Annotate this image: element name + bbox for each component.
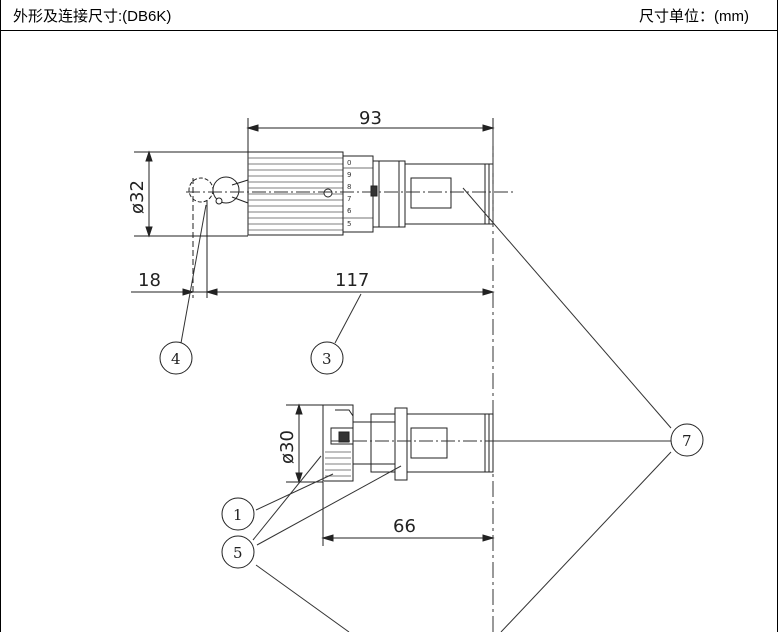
svg-text:5: 5 (347, 220, 351, 228)
dim-label-66: 66 (393, 516, 416, 537)
svg-text:4: 4 (171, 350, 181, 368)
dim-label-117: 117 (335, 270, 369, 291)
svg-text:9: 9 (347, 171, 351, 179)
svg-text:6: 6 (347, 207, 352, 215)
unit-label: 尺寸单位：(mm) (639, 7, 749, 25)
connector-drawing: 0 9 8 7 6 5 93 ø32 (127, 108, 704, 632)
dim-label-d30: ø30 (277, 430, 298, 464)
svg-text:1: 1 (233, 506, 243, 524)
dim-label-93: 93 (359, 108, 382, 129)
svg-text:0: 0 (347, 159, 351, 167)
svg-text:7: 7 (347, 195, 351, 203)
callout-3: 3 (310, 341, 344, 375)
svg-text:5: 5 (233, 544, 243, 562)
header-bar: 外形及连接尺寸:(DB6K) 尺寸单位：(mm) (1, 0, 777, 31)
bottom-connector (322, 404, 511, 482)
dimension-66 (321, 482, 495, 546)
dimension-18-117 (131, 288, 495, 296)
scale-numbers: 0 9 8 7 6 5 (347, 159, 352, 228)
page-title: 外形及连接尺寸:(DB6K) (13, 7, 172, 25)
svg-text:7: 7 (682, 432, 692, 450)
dim-label-d32: ø32 (127, 180, 148, 214)
svg-text:3: 3 (322, 350, 332, 368)
leader-lines (180, 187, 672, 632)
callout-5: 5 (221, 535, 255, 569)
top-connector (186, 151, 516, 298)
callout-7: 7 (670, 423, 704, 457)
dimension-d32 (134, 150, 248, 238)
callout-1: 1 (221, 497, 255, 531)
svg-text:8: 8 (347, 183, 351, 191)
callout-4: 4 (159, 341, 193, 375)
dim-label-18: 18 (138, 270, 161, 291)
